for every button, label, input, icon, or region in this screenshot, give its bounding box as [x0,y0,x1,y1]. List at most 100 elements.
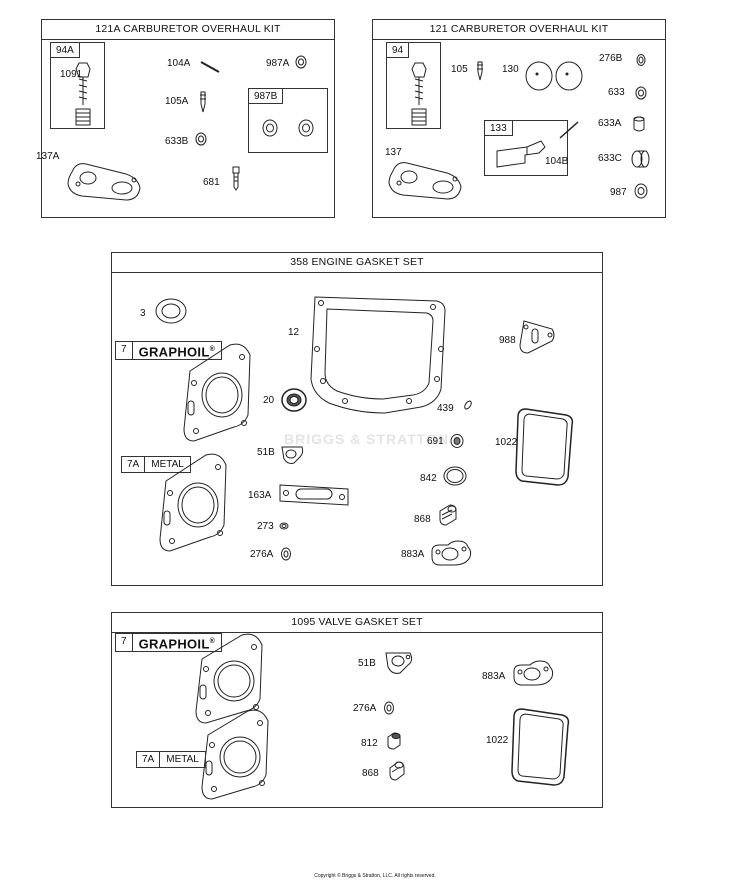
panel-title: 1095 VALVE GASKET SET [112,613,602,633]
part-label-51b: 51B [358,658,376,669]
brand-name: GRAPHOIL® [132,633,223,653]
plug-icon [633,116,645,132]
subassembly-tag: 94A [50,42,80,58]
part-label-883a: 883A [401,549,425,560]
subassembly-133: 133 [484,120,568,176]
panel-358-engine-gasket-set: 358 ENGINE GASKET SET BRIGGS & STRATTON … [111,252,603,586]
float-icon [496,140,546,168]
part-label-812: 812 [361,738,378,749]
part-label-681: 681 [203,177,220,188]
washer-icon [195,132,207,146]
pin-icon [200,61,220,73]
carburetor-gasket-icon [431,540,472,566]
part-label-883a: 883A [482,671,506,682]
part-label-868: 868 [414,514,431,525]
part-label-105a: 105A [165,96,189,107]
seal-icon [450,434,464,448]
carburetor-gasket-icon [388,162,462,200]
graphoil-brand-tag: 7 GRAPHOIL® [115,633,223,653]
brand-number: 7A [136,751,161,768]
part-label-276a: 276A [250,549,274,560]
part-label-633a: 633A [598,118,622,129]
part-label-163a: 163A [248,490,272,501]
part-label-842: 842 [420,473,437,484]
subassembly-tag: 133 [484,120,513,136]
seal-icon [298,119,314,137]
part-label-633b: 633B [165,136,189,147]
part-label-1022: 1022 [495,437,518,448]
o-ring-icon [443,466,467,486]
washer-icon [384,701,394,715]
intake-gasket-icon [385,652,413,674]
part-label-104b: 104B [545,156,569,167]
subassembly-94: 94 [386,42,441,129]
seal-icon [262,119,278,137]
idle-mixture-screw-icon [75,62,91,126]
panel-1095-valve-gasket-set: 1095 VALVE GASKET SET 7 GRAPHOIL® 51B 88… [111,612,603,808]
brand-number: 7A [121,456,146,473]
part-label-105: 105 [451,64,468,75]
metal-brand-tag: 7A METAL [121,456,191,473]
part-label-633c: 633C [598,153,622,164]
part-label-137: 137 [385,147,402,158]
intake-gasket-icon [281,446,304,464]
valve-seal-icon [439,504,457,526]
part-label-633: 633 [608,87,625,98]
subassembly-94a: 94A [50,42,105,129]
oil-seal-icon [281,388,307,412]
carburetor-gasket-icon [513,660,554,686]
part-label-104a: 104A [167,58,191,69]
seal-icon [634,183,648,199]
part-label-276a: 276A [353,703,377,714]
cylinder-head-gasket-icon [201,709,269,800]
screw-icon [232,166,240,191]
oil-seal-icon [155,298,187,324]
brand-number: 7 [115,633,133,653]
washer-icon [635,86,647,100]
part-label-988: 988 [499,335,516,346]
o-ring-icon [279,522,289,530]
part-label-20: 20 [263,395,275,406]
needle-valve-icon [200,91,206,113]
part-label-1091: 1091 [60,69,83,80]
panel-title: 358 ENGINE GASKET SET [112,253,602,273]
brand-number: 7 [115,341,133,361]
part-label-987a: 987A [266,58,290,69]
part-label-51b: 51B [257,447,275,458]
part-label-1022: 1022 [486,735,509,746]
panel-title: 121A CARBURETOR OVERHAUL KIT [42,20,334,40]
subassembly-tag: 94 [386,42,410,58]
hinge-pin-icon [559,121,579,139]
graphoil-brand-tag: 7 GRAPHOIL® [115,341,223,361]
o-ring-icon [464,400,472,410]
cylinder-head-gasket-icon [195,633,263,724]
part-label-130: 130 [502,64,519,75]
carburetor-gasket-icon [67,163,141,201]
valve-cover-gasket-icon [515,408,574,486]
idle-mixture-screw-icon [411,62,427,126]
cylinder-head-gasket-icon [183,343,251,442]
panel-121a-carburetor-kit: 121A CARBURETOR OVERHAUL KIT 94A 1091 10… [36,19,335,218]
needle-valve-icon [477,61,483,81]
panel-title: 121 CARBURETOR OVERHAUL KIT [373,20,665,40]
part-label-12: 12 [288,327,300,338]
brand-name: METAL [145,456,191,473]
throttle-plate-icon [525,61,583,91]
crankcase-gasket-icon [310,296,446,414]
part-label-3: 3 [140,308,146,319]
seal-icon [295,55,307,69]
breather-gasket-icon [519,320,555,354]
part-label-273: 273 [257,521,274,532]
part-label-987: 987 [610,187,627,198]
exhaust-gasket-icon [279,484,349,506]
part-label-439: 439 [437,403,454,414]
part-label-137a: 137A [36,151,60,162]
panel-121-carburetor-kit: 121 CARBURETOR OVERHAUL KIT 94 105 130 2… [372,19,666,218]
valve-seal-icon [389,761,405,781]
metal-brand-tag: 7A METAL [136,751,206,768]
part-label-276b: 276B [599,53,623,64]
subassembly-tag: 987B [248,88,284,104]
valve-seal-icon [387,732,401,750]
bushing-icon [631,150,650,168]
copyright-footer: Copyright © Briggs & Stratton, LLC. All … [314,873,436,879]
